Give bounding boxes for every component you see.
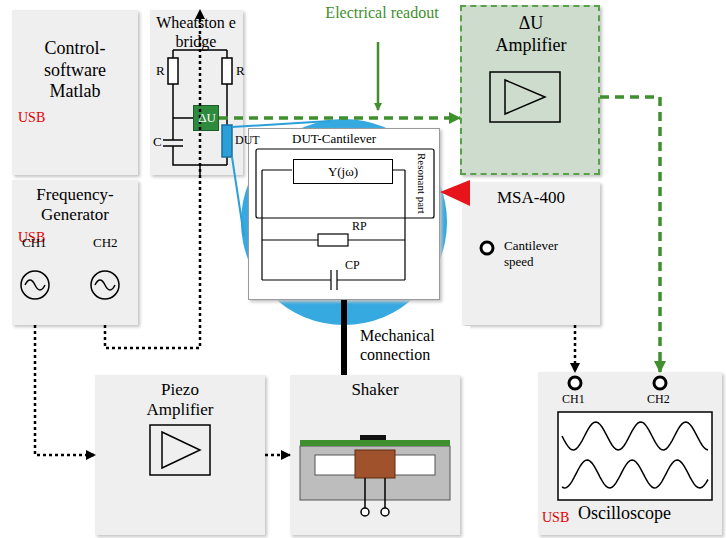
delta-u-box: ΔU bbox=[193, 105, 219, 131]
zoom-circle bbox=[241, 119, 447, 325]
signal-sources bbox=[21, 271, 119, 299]
box-title: ΔU bbox=[194, 110, 220, 126]
amplifier-box: Piezo Amplifier bbox=[95, 375, 265, 535]
port-label: Cantilever speed bbox=[504, 238, 584, 269]
cantilever-box: DUT-CantileverResonant part Y(jω) bbox=[248, 128, 440, 300]
jacks bbox=[481, 242, 666, 389]
channel-label: CH2 bbox=[93, 235, 118, 251]
connector bbox=[105, 10, 200, 348]
readout-pointer bbox=[377, 42, 380, 110]
generator-box: Frequency-GeneratorUSB bbox=[12, 180, 138, 325]
bridge-circuit bbox=[163, 50, 232, 175]
box-title: Frequency-Generator bbox=[20, 185, 130, 226]
edge-label: Mechanical connection bbox=[358, 326, 470, 364]
connector bbox=[341, 300, 347, 375]
laser-beam bbox=[440, 180, 470, 206]
connector bbox=[265, 454, 290, 457]
box-title: ΔU Amplifier bbox=[486, 13, 576, 56]
zoom-lines bbox=[232, 121, 330, 236]
scope-screen bbox=[558, 412, 712, 500]
channel-label: CH1 bbox=[22, 235, 47, 251]
box-title: Oscilloscope bbox=[578, 503, 718, 525]
resonant-label: Resonant part bbox=[415, 153, 428, 214]
box-title: DUT-Cantilever bbox=[259, 131, 409, 147]
box-title: Shaker bbox=[300, 380, 450, 400]
admittance-box: Y(jω) bbox=[293, 159, 393, 184]
vibrometer-box: MSA-400Cantilever speed bbox=[462, 182, 600, 325]
connector bbox=[219, 116, 460, 120]
component-label: CP bbox=[345, 258, 360, 272]
cantilever-circuit bbox=[256, 149, 434, 290]
connector bbox=[35, 325, 95, 455]
bridge-box: Wheatston e bridgeΔU bbox=[150, 10, 243, 175]
usb-tag: USB bbox=[542, 510, 569, 527]
component-label: RP bbox=[352, 219, 367, 233]
box-title: MSA-400 bbox=[470, 188, 592, 208]
component-label: DUT bbox=[235, 133, 260, 147]
scope-waves bbox=[562, 422, 708, 488]
channel-label: CH1 bbox=[562, 392, 585, 406]
amplifier-box: ΔU Amplifier bbox=[460, 5, 600, 175]
shaker-box: Shaker bbox=[290, 375, 460, 535]
box-title: Y(jω) bbox=[294, 164, 392, 180]
box-title: Wheatston e bridge bbox=[156, 13, 236, 51]
component-label: C bbox=[153, 134, 162, 150]
component-label: R bbox=[236, 63, 245, 79]
annotation: Electrical readout bbox=[322, 3, 442, 22]
connector bbox=[574, 325, 577, 372]
amplifier-symbols bbox=[150, 72, 560, 475]
shaker-illustration bbox=[300, 435, 450, 516]
component-label: R bbox=[156, 63, 165, 79]
box-title: Control-software Matlab bbox=[20, 38, 130, 103]
software-box: Control-software MatlabUSB bbox=[12, 10, 138, 175]
usb-tag: USB bbox=[18, 110, 45, 127]
channel-label: CH2 bbox=[647, 392, 670, 406]
connector bbox=[600, 97, 660, 372]
box-title: Piezo Amplifier bbox=[135, 380, 225, 421]
